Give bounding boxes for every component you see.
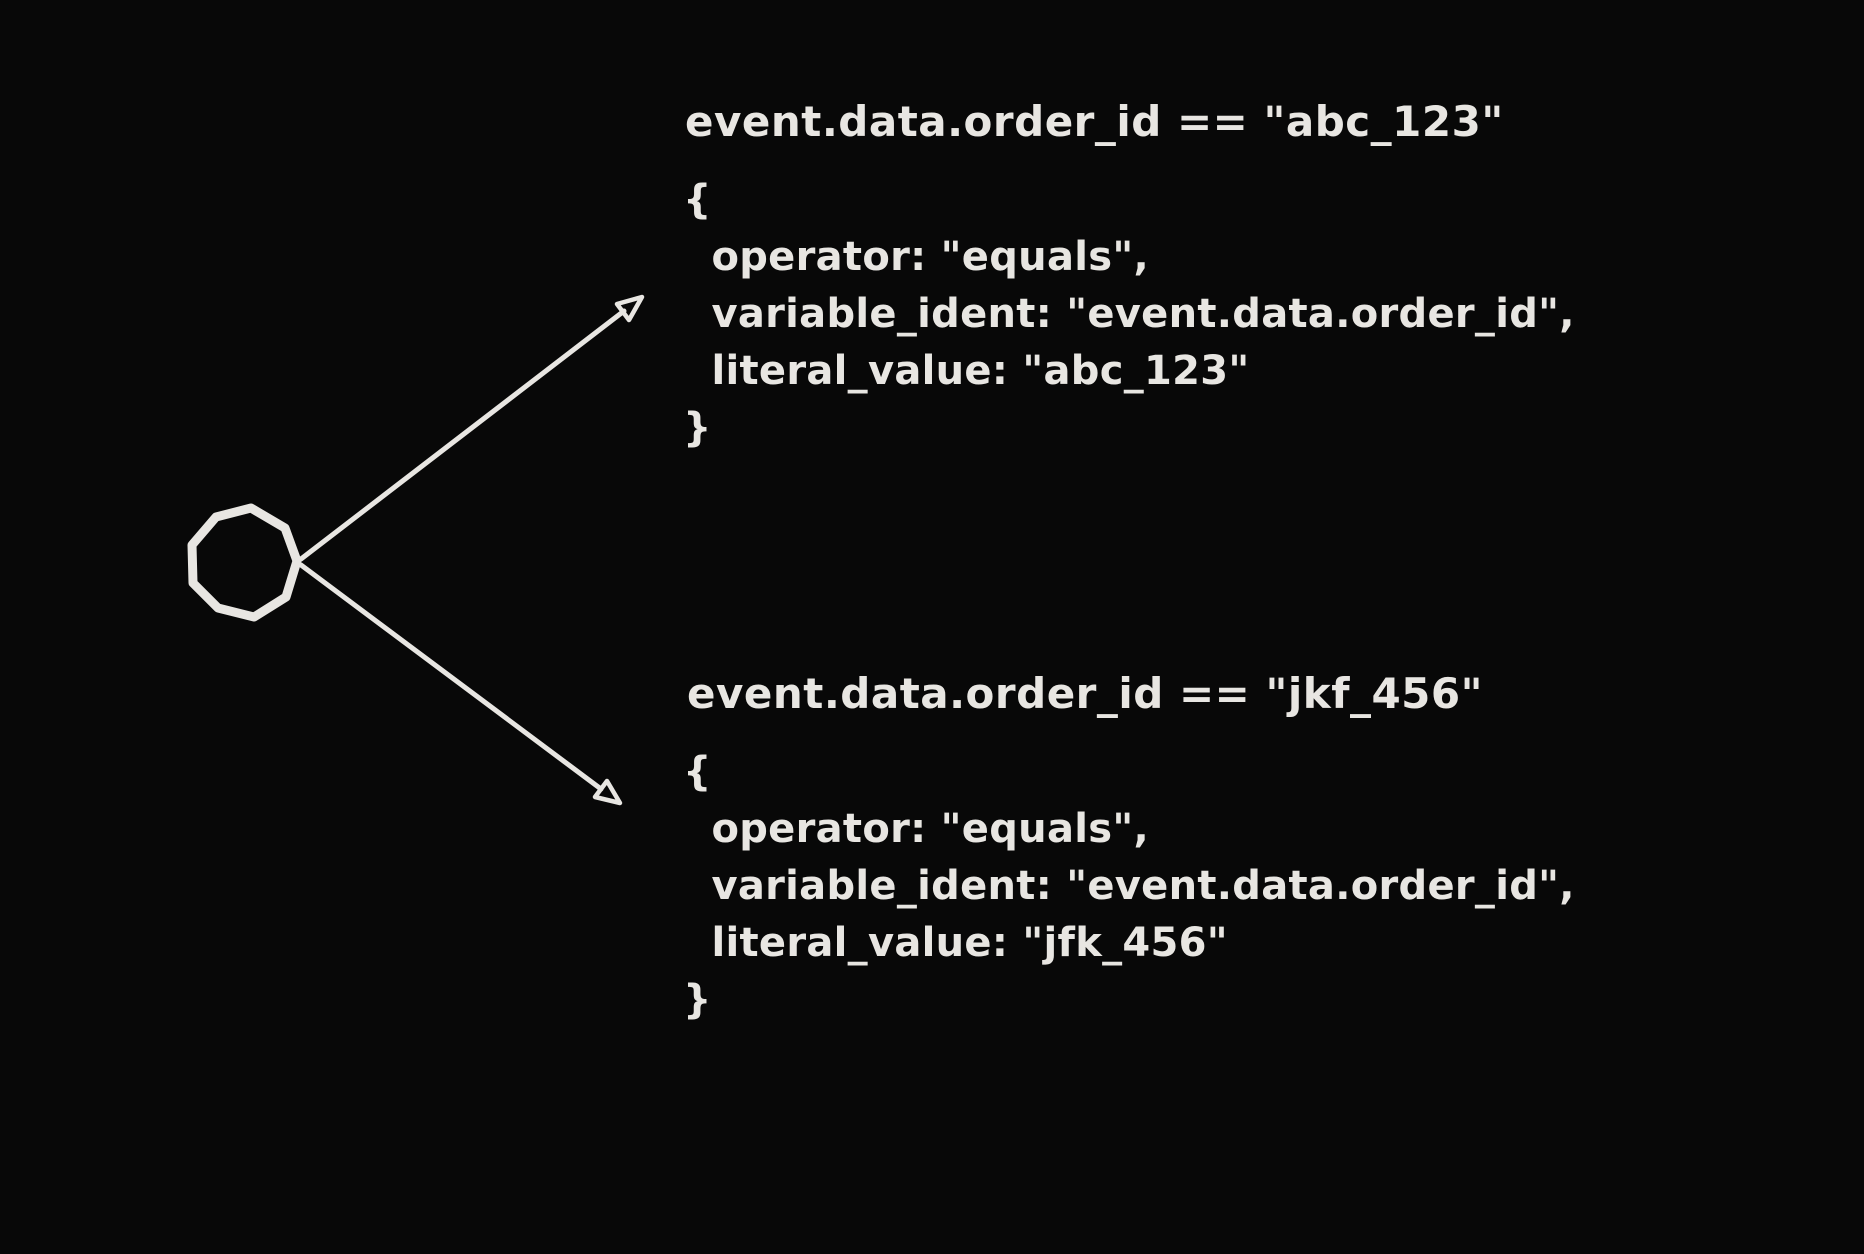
code-line: operator: "equals", <box>683 806 1149 852</box>
condition-json-1: { operator: "equals", variable_ident: "e… <box>683 172 1575 457</box>
code-line: } <box>683 405 712 451</box>
condition-expression-2: event.data.order_id == "jkf_456" <box>687 669 1484 718</box>
condition-json-2: { operator: "equals", variable_ident: "e… <box>683 744 1575 1029</box>
arrow-to-second-condition-icon <box>298 562 623 806</box>
code-line: { <box>683 177 712 223</box>
code-line: variable_ident: "event.data.order_id", <box>683 863 1575 909</box>
code-line: operator: "equals", <box>683 234 1149 280</box>
code-line: literal_value: "abc_123" <box>683 348 1250 394</box>
arrow-to-first-condition-icon <box>298 294 645 562</box>
code-line: { <box>683 749 712 795</box>
code-line: literal_value: "jfk_456" <box>683 920 1228 966</box>
branch-node-circle-icon <box>187 503 302 622</box>
code-line: variable_ident: "event.data.order_id", <box>683 291 1575 337</box>
condition-expression-1: event.data.order_id == "abc_123" <box>685 97 1504 146</box>
code-line: } <box>683 977 712 1023</box>
